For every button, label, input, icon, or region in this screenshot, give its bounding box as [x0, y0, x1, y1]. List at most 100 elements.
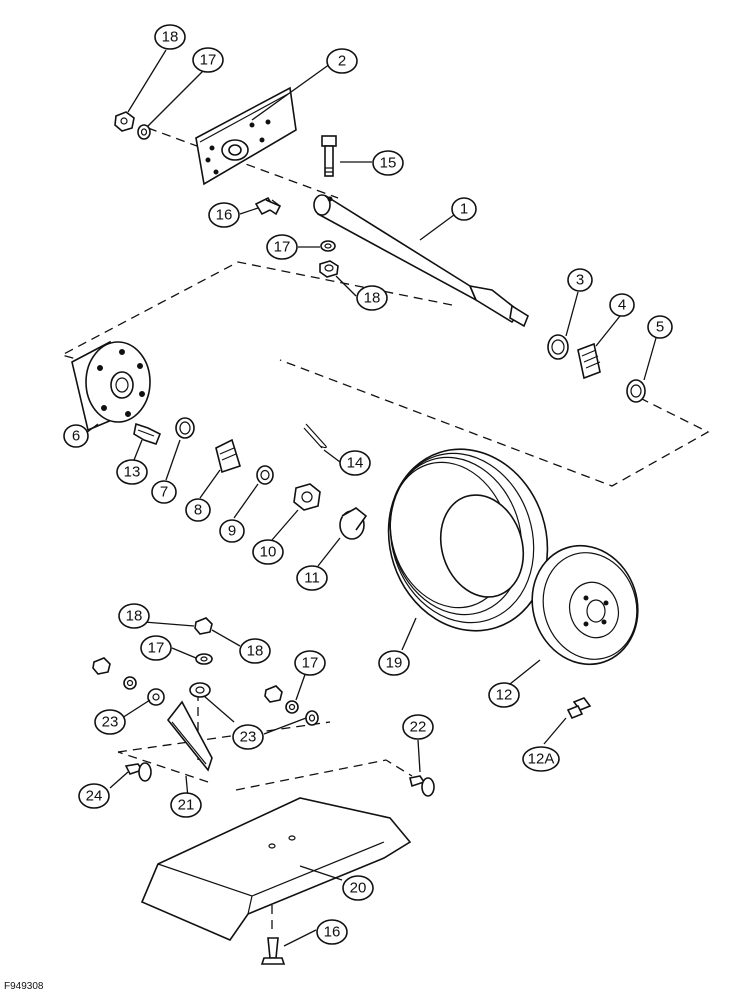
callout-label: 24: [86, 788, 103, 805]
wheel-stud: [133, 422, 162, 445]
callout-label: 9: [228, 523, 236, 540]
callout-22: 22: [402, 714, 434, 740]
callout-label: 23: [102, 714, 119, 731]
mounting-plate: [195, 86, 297, 186]
callout-label: 17: [148, 640, 165, 657]
axle-lower-nut: [319, 260, 339, 278]
callout-8: 8: [185, 498, 211, 522]
callout-5: 5: [647, 315, 673, 339]
callout-label: 17: [200, 52, 217, 69]
inner-bearing-cone: [577, 342, 601, 380]
callout-14: 14: [339, 450, 371, 476]
callouts: 18 17 2 15 16 1 17 18 3 4 5 6 13 7 8 9 1…: [63, 24, 673, 945]
callout-18: 18: [356, 285, 388, 311]
callout-label: 18: [247, 643, 264, 660]
carriage-bolt-left: [124, 762, 152, 782]
rim-bolt: [566, 697, 592, 720]
castle-nut: [293, 483, 321, 511]
callout-17: 17: [140, 635, 172, 661]
leader-lines: [81, 49, 657, 947]
bracket-nut-right: [264, 685, 283, 703]
top-washer: [137, 124, 151, 140]
tire: [387, 448, 549, 632]
bracket-nut-left: [92, 657, 111, 675]
outer-bearing-cup: [175, 417, 195, 439]
bracket-nut-top: [194, 617, 213, 635]
spacer-right: [305, 710, 319, 726]
callout-3: 3: [567, 268, 593, 292]
inner-bearing-cup: [547, 334, 569, 360]
callout-4: 4: [609, 293, 635, 317]
callout-label: 21: [178, 797, 195, 814]
callout-label: 17: [302, 655, 319, 672]
callout-label: 13: [124, 464, 141, 481]
bracket: [166, 700, 213, 772]
axle-lower-washer: [320, 240, 336, 252]
callout-label: 14: [347, 455, 364, 472]
callout-label: 2: [338, 53, 346, 70]
axle: [313, 194, 529, 328]
axle-bolt: [321, 135, 337, 177]
callout-15: 15: [372, 150, 404, 176]
callout-label: 8: [194, 502, 202, 519]
callout-label: 11: [304, 570, 320, 587]
callout-13: 13: [116, 459, 148, 485]
spacer-center: [189, 682, 211, 698]
callout-24: 24: [78, 783, 110, 809]
callout-label: 7: [160, 484, 168, 501]
callout-12A: 12A: [522, 746, 560, 772]
callout-label: 12A: [528, 751, 555, 768]
callout-label: 12: [496, 687, 513, 704]
callout-11: 11: [296, 565, 328, 591]
skid-shield: [140, 797, 412, 941]
callout-label: 22: [410, 719, 427, 736]
carriage-bolt-right: [409, 775, 435, 797]
callout-23: 23: [232, 724, 264, 750]
callout-label: 18: [162, 29, 179, 46]
callout-23: 23: [94, 709, 126, 735]
callout-17: 17: [294, 650, 326, 676]
grease-seal: [626, 379, 646, 403]
callout-label: 5: [656, 319, 664, 336]
callout-18: 18: [154, 24, 186, 50]
callout-label: 1: [460, 201, 468, 218]
callout-21: 21: [170, 792, 202, 818]
wheel-rim: [531, 544, 639, 666]
callout-label: 6: [72, 428, 80, 445]
callout-7: 7: [151, 480, 177, 504]
callout-label: 18: [126, 608, 143, 625]
bracket-washer-top: [195, 653, 213, 665]
assembly-centerlines: [60, 127, 710, 930]
callout-label: 16: [324, 924, 341, 941]
callout-2: 2: [326, 48, 358, 74]
callout-label: 3: [576, 272, 584, 289]
callout-18: 18: [239, 638, 271, 664]
bracket-washer-right: [285, 700, 299, 714]
bracket-washer-left: [123, 676, 137, 690]
hub: [71, 340, 151, 432]
callout-1: 1: [451, 197, 477, 221]
callout-label: 23: [240, 729, 257, 746]
outer-bearing-cone: [215, 438, 241, 474]
callout-label: 17: [274, 239, 291, 256]
callout-label: 4: [618, 297, 626, 314]
callout-19: 19: [378, 650, 410, 676]
callout-6: 6: [63, 424, 89, 448]
callout-10: 10: [252, 539, 284, 565]
cotter-pin: [303, 423, 327, 449]
plate-bolt: [254, 196, 282, 216]
spindle-washer: [256, 465, 274, 485]
spacer-left: [147, 688, 165, 706]
callout-label: 20: [350, 880, 367, 897]
callout-9: 9: [219, 519, 245, 543]
shield-bolt: [260, 937, 286, 965]
dust-cap: [339, 507, 368, 540]
callout-20: 20: [342, 875, 374, 901]
callout-17: 17: [192, 47, 224, 73]
top-nut: [114, 111, 135, 132]
callout-label: 19: [386, 655, 403, 672]
figure-id: F949308: [4, 981, 44, 992]
callout-17: 17: [266, 234, 298, 260]
callout-label: 18: [364, 290, 381, 307]
